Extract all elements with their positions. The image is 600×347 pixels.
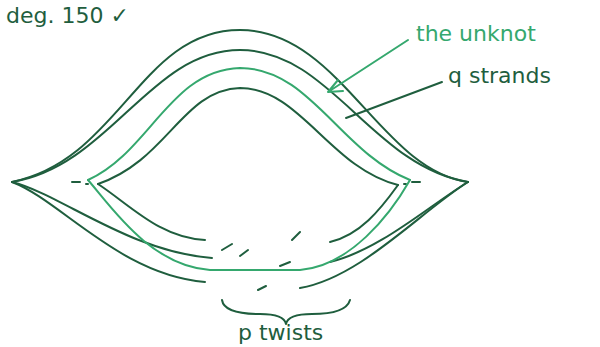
unknot-curve — [88, 180, 410, 270]
broken-marks — [72, 182, 420, 184]
strand — [300, 182, 468, 288]
strand — [12, 182, 205, 282]
strand — [12, 50, 468, 182]
unknot-curve — [88, 68, 410, 180]
inner-strand — [98, 88, 398, 185]
callout-label: q strands — [448, 64, 551, 88]
note-text: deg. 150 ✓ — [6, 4, 129, 28]
strand — [12, 182, 212, 258]
leader-arrow — [328, 40, 408, 92]
brace-label: p twists — [238, 321, 323, 345]
crossing-marks — [222, 232, 300, 290]
outer-strand — [12, 30, 468, 182]
callout-label: the unknot — [416, 22, 536, 46]
leader-line — [346, 82, 442, 118]
